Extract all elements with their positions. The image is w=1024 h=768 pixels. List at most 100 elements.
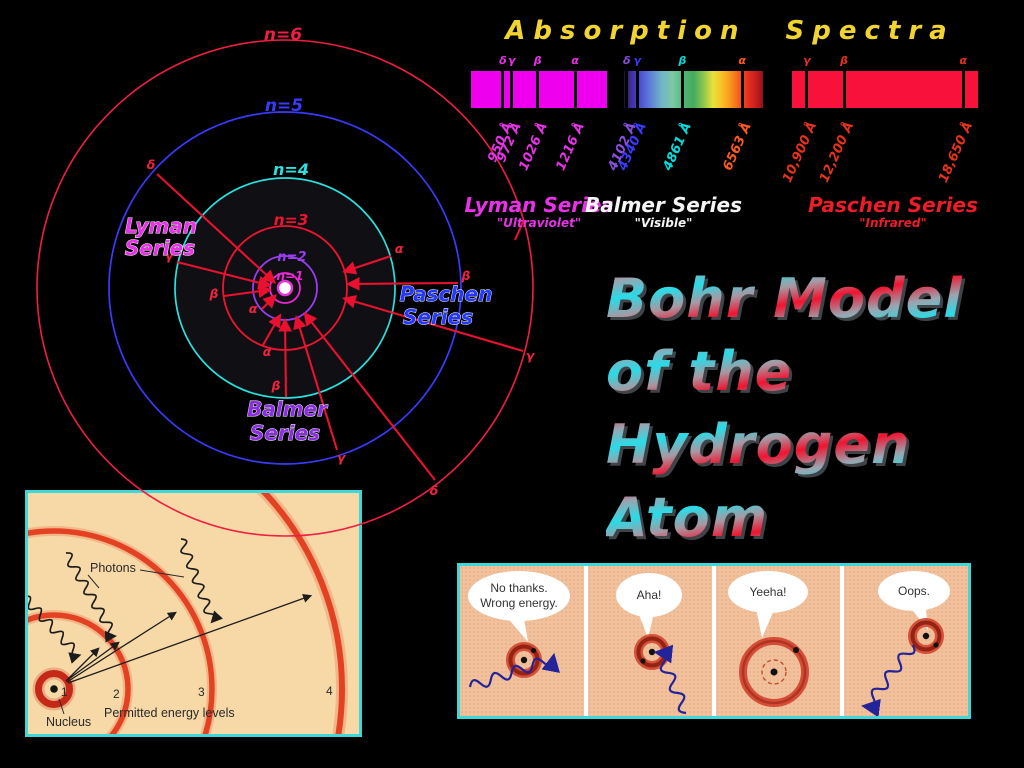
electron-comic-strip: No thanks. Wrong energy. xyxy=(457,563,971,719)
main-title-line1: Bohr Model xyxy=(606,267,963,330)
bubble-tail xyxy=(638,612,654,638)
main-title-line2: of the xyxy=(606,340,793,403)
absorption-line-mark xyxy=(961,71,965,108)
orbit-n3 xyxy=(222,225,348,351)
svg-text:β: β xyxy=(271,378,281,393)
bubble-tail xyxy=(756,608,774,638)
orbit-n4 xyxy=(174,177,396,399)
lyman-series-label: Lyman xyxy=(125,214,197,238)
line-greek: α xyxy=(738,54,746,67)
photon-wave xyxy=(653,644,687,715)
bubble-text: Oops. xyxy=(897,583,930,598)
comic-panel-1-art xyxy=(468,616,560,688)
speech-bubble: Oops. xyxy=(878,571,950,611)
level-1-label: 1 xyxy=(61,685,68,699)
n6-label: n=6 xyxy=(264,25,302,45)
nucleus-dot xyxy=(276,279,294,297)
absorption-line-mark xyxy=(740,71,744,108)
svg-text:α: α xyxy=(395,241,404,256)
nucleus xyxy=(32,667,76,711)
svg-text:δ: δ xyxy=(430,483,439,498)
excited-atom xyxy=(739,637,809,707)
wavelength-label: 18,650 Å xyxy=(936,119,977,186)
bubble-text: Aha! xyxy=(636,587,662,602)
orbit-n5 xyxy=(108,111,462,465)
inner-disk xyxy=(175,178,395,398)
svg-text:α: α xyxy=(263,344,272,359)
absorption-line-mark xyxy=(680,71,684,108)
paschen-series-label2: Series xyxy=(403,305,473,329)
caption-permitted-levels: Permitted energy levels xyxy=(104,706,235,720)
bubble-tail xyxy=(506,616,528,642)
balmer-range: "Visible" xyxy=(634,216,693,230)
level-3-label: 3 xyxy=(198,685,205,699)
line-greek: δ xyxy=(622,54,631,67)
wavelength-label: 1216 Å xyxy=(553,120,588,173)
photon-squiggles xyxy=(28,538,223,664)
speech-bubble: No thanks. Wrong energy. xyxy=(468,571,570,621)
main-title-line3: Hydrogen xyxy=(606,413,911,476)
svg-text:β: β xyxy=(461,268,471,283)
absorption-line-mark xyxy=(842,71,846,108)
svg-text:β: β xyxy=(209,286,219,301)
energy-level-arcs xyxy=(28,493,348,734)
atom xyxy=(908,618,944,654)
paschen-spectrum-bar xyxy=(792,71,978,108)
orbit-level-labels: n=6 n=5 n=4 n=3 n=2 n=1 xyxy=(264,25,309,283)
absorption-spectra-title: Absorption Spectra xyxy=(505,16,955,46)
comic-panel-3: Yeeha! xyxy=(716,566,840,716)
orbit-n1 xyxy=(269,272,301,304)
line-greek: β xyxy=(840,54,849,67)
comic-panel-2-art xyxy=(634,612,687,715)
lyman-series-label2: Series xyxy=(125,236,195,260)
absorption-line-mark xyxy=(805,71,809,108)
comic-panel-2: Aha! xyxy=(588,566,712,716)
line-greek: δ xyxy=(499,54,507,67)
comic-panel-4: Oops. xyxy=(844,566,968,716)
line-greek: β xyxy=(533,54,542,67)
absorption-line-mark xyxy=(510,71,514,108)
balmer-spectrum-bar xyxy=(624,71,763,108)
line-greek: γ xyxy=(633,54,641,67)
comic-panel-1: No thanks. Wrong energy. xyxy=(460,566,584,716)
line-greek: β xyxy=(678,54,687,67)
line-greek: α xyxy=(571,54,579,67)
line-greek: γ xyxy=(803,54,811,67)
atom xyxy=(506,642,542,678)
bubble-text: Wrong energy. xyxy=(480,596,558,610)
n5-label: n=5 xyxy=(265,96,303,116)
n1-label: n=1 xyxy=(277,269,304,283)
photon-wave xyxy=(468,652,560,688)
main-title-line4: Atom xyxy=(606,486,769,549)
paschen-range: "Infrared" xyxy=(859,216,927,230)
svg-text:γ: γ xyxy=(526,348,536,363)
pointer-lines xyxy=(58,569,185,715)
paschen-spectrum-panel: γ 10,900 Å β 12,200 Å α 18,650 Å Paschen… xyxy=(780,54,978,241)
balmer-series-name: Balmer Series xyxy=(585,193,742,217)
comic-panel-3-art xyxy=(739,608,809,707)
comic-panel-4-art xyxy=(861,607,944,716)
n4-label: n=4 xyxy=(273,160,309,179)
wavelength-label: 4861 Å xyxy=(660,120,696,173)
absorption-line-mark xyxy=(635,71,639,108)
absorption-line-mark xyxy=(536,71,540,108)
orbit-n2 xyxy=(252,255,318,321)
speech-bubble: Yeeha! xyxy=(728,571,808,613)
svg-text:γ: γ xyxy=(165,248,175,263)
photon-wave xyxy=(861,644,916,716)
balmer-series-label2: Series xyxy=(250,421,320,445)
speech-bubble: Aha! xyxy=(616,573,682,617)
wavelength-label: 12,200 Å xyxy=(817,119,858,186)
orbit-n6 xyxy=(36,39,534,537)
bubble-text: No thanks. xyxy=(490,581,548,595)
nucleus-label: Nucleus xyxy=(46,715,91,729)
line-greek: α xyxy=(959,54,967,67)
transition-arrows xyxy=(65,594,313,684)
wavelength-label: 10,900 Å xyxy=(779,119,821,186)
level-2-label: 2 xyxy=(113,687,120,701)
paschen-series-name: Paschen Series xyxy=(808,193,978,217)
svg-text:γ: γ xyxy=(337,450,347,465)
n3-label: n=3 xyxy=(274,211,309,229)
n2-label: n=2 xyxy=(277,250,306,265)
